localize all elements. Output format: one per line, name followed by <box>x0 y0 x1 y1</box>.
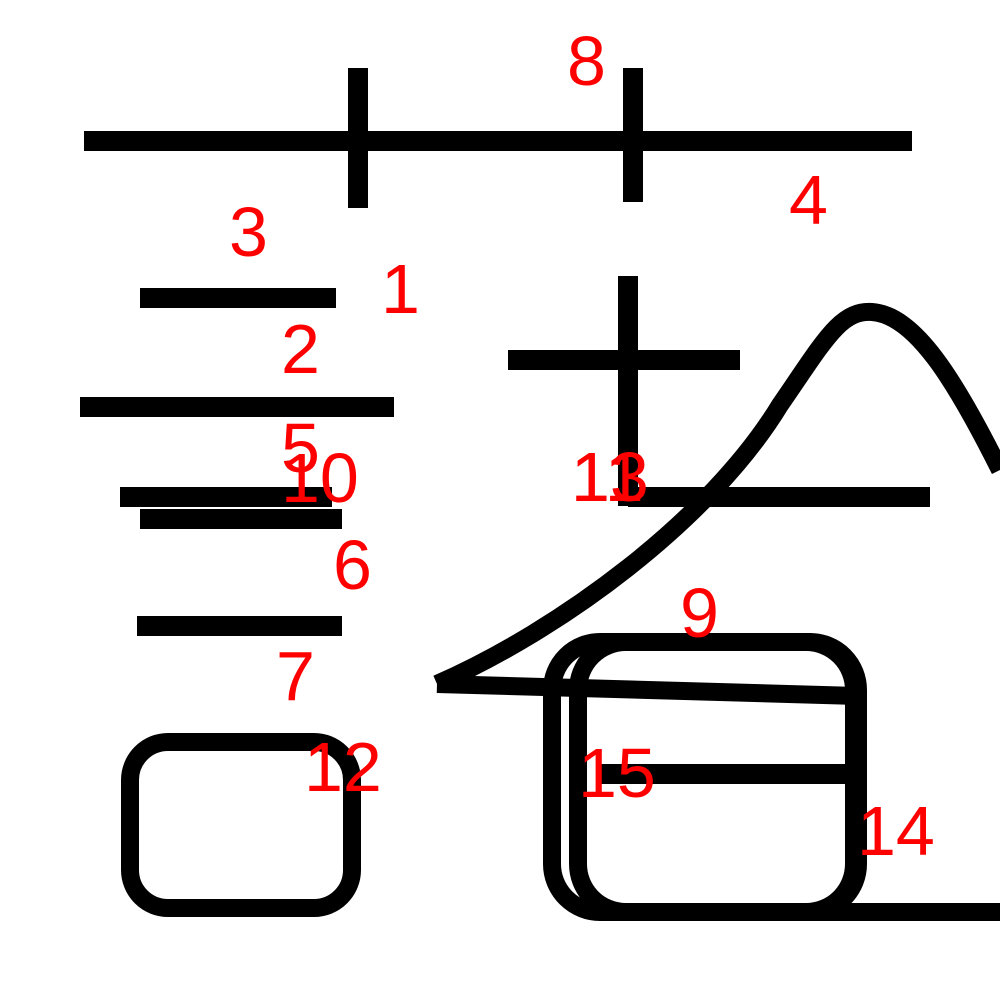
label-7: 7 <box>276 637 315 715</box>
stroke-big-curve <box>433 302 1000 693</box>
label-9: 9 <box>680 574 719 652</box>
label-5: 5 <box>281 409 320 487</box>
strokes <box>80 68 1000 921</box>
label-3: 3 <box>229 193 268 271</box>
stroke-curve-base <box>436 675 859 705</box>
label-1: 1 <box>381 250 420 328</box>
label-10: 10 <box>281 439 359 517</box>
label-4: 4 <box>789 161 828 239</box>
label-15: 15 <box>578 734 656 812</box>
label-14: 14 <box>857 792 935 870</box>
label-6: 6 <box>333 526 372 604</box>
label-13: 13 <box>571 438 649 516</box>
label-12: 12 <box>304 728 382 806</box>
label-11: 11 <box>571 438 644 516</box>
stroke-numbers: 1 2 3 4 5 6 7 8 9 10 11 12 13 14 15 <box>229 22 935 870</box>
stroke-left-mouth-box <box>121 733 361 917</box>
label-2: 2 <box>281 310 320 388</box>
label-8: 8 <box>567 22 606 100</box>
